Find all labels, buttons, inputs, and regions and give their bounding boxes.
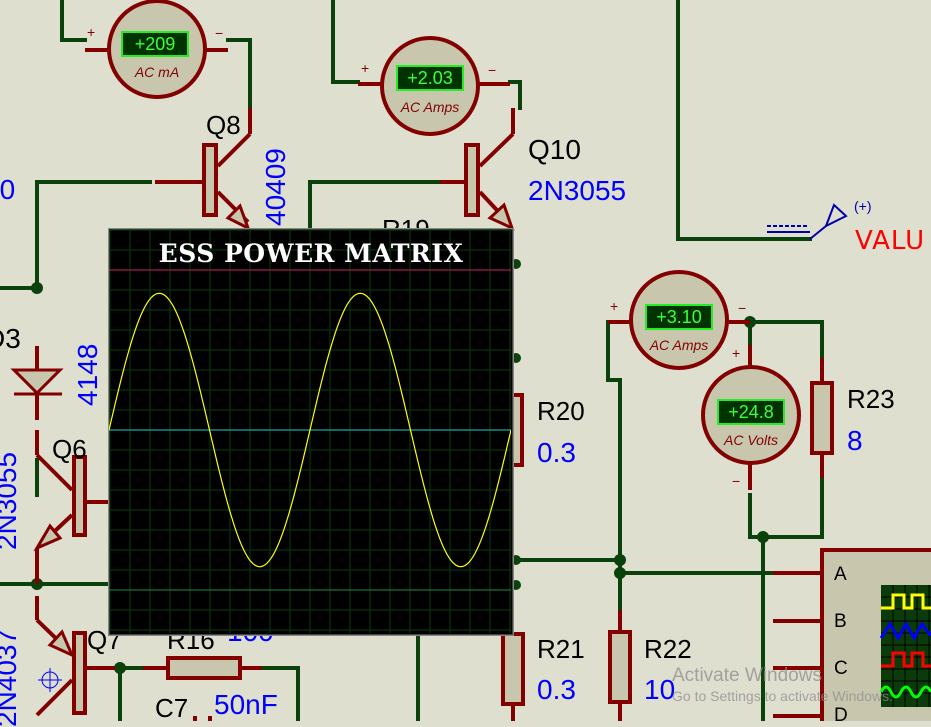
meter-ac-amps-2-unit: AC Amps	[649, 337, 709, 353]
scope-title: ESS POWER MATRIX	[158, 239, 464, 268]
r23-value: 8	[847, 425, 863, 456]
r20-ref: R20	[537, 396, 585, 426]
q8-value: 40409	[260, 148, 291, 226]
trace-b	[879, 620, 931, 642]
r21-value: 0.3	[537, 674, 576, 705]
d3-value: 4148	[72, 343, 103, 406]
diode-d3[interactable]	[10, 346, 64, 420]
q10-ref: Q10	[528, 134, 581, 165]
sine-trace	[109, 292, 511, 568]
c7-ref: C7	[155, 693, 189, 723]
meter-ac-volts-plus: +	[732, 345, 741, 361]
watermark-line1: Activate Windows	[672, 665, 822, 686]
scope-plot	[109, 229, 511, 633]
meter-ac-amps-2-minus: −	[738, 300, 747, 316]
q10-value: 2N3055	[528, 175, 627, 206]
trace-d	[879, 685, 931, 699]
channel-b-label: B	[834, 611, 847, 632]
activate-windows-watermark: Activate Windows Go to Settings to activ…	[672, 666, 893, 703]
meter-ac-amps-1-minus: −	[488, 62, 497, 78]
r22-ref: R22	[644, 634, 692, 664]
resistor-r21[interactable]	[501, 632, 525, 721]
trace-a	[881, 593, 931, 610]
probe-label[interactable]: VALU	[855, 226, 926, 256]
channel-a-label: A	[834, 564, 847, 585]
d3-ref: D3	[0, 323, 21, 354]
meter-ac-amps-2-reading: +3.10	[645, 304, 713, 330]
r23-ref: R23	[847, 384, 895, 414]
transistor-q7[interactable]	[35, 596, 115, 717]
r22-value: 10	[644, 674, 676, 705]
voltage-probe[interactable]	[767, 203, 848, 240]
wires	[0, 0, 842, 721]
meter-ac-ma-plus: +	[87, 24, 96, 40]
channel-c-label: C	[834, 658, 848, 679]
capacitor-c7[interactable]	[193, 716, 212, 721]
meter-ac-amps-1-reading: +2.03	[396, 65, 464, 91]
meter-ac-amps-1-plus: +	[361, 60, 370, 76]
probe-polarity: (+)	[854, 198, 872, 214]
q7-value: 2N4037	[0, 628, 22, 727]
q6-value: 2N3055	[0, 451, 22, 550]
q6-ref: Q6	[52, 434, 87, 464]
meter-ac-amps-1-unit: AC Amps	[400, 99, 460, 115]
meter-ac-ma-reading: +209	[121, 31, 189, 57]
transistor-q6[interactable]	[33, 430, 108, 584]
crosshair-marker	[38, 668, 62, 692]
meter-ac-ma-minus: −	[215, 25, 224, 41]
resistor-r23[interactable]	[810, 358, 834, 478]
resistor-r22[interactable]	[608, 610, 632, 721]
scope-display-window[interactable]: ESS POWER MATRIX	[108, 228, 514, 636]
transistor-q8[interactable]	[155, 108, 252, 232]
resistor-r16[interactable]	[143, 656, 262, 680]
watermark-line2: Go to Settings to activate Windows.	[672, 688, 893, 704]
left-partial-value: 10	[0, 174, 16, 205]
meter-ac-volts-unit: AC Volts	[724, 432, 778, 448]
meter-ac-ma-unit: AC mA	[134, 64, 180, 80]
meter-ac-volts-minus: −	[732, 473, 741, 489]
r20-value: 0.3	[537, 437, 576, 468]
trace-c	[881, 651, 931, 668]
oscilloscope-instrument[interactable]	[773, 548, 931, 721]
c7-value: 50nF	[214, 689, 278, 720]
r21-ref: R21	[537, 634, 585, 664]
channel-d-label: D	[834, 705, 848, 726]
transistor-q10[interactable]	[440, 108, 515, 231]
meter-ac-amps-2-plus: +	[610, 298, 619, 314]
meter-ac-volts-reading: +24.8	[717, 399, 785, 425]
q8-ref: Q8	[206, 110, 241, 140]
